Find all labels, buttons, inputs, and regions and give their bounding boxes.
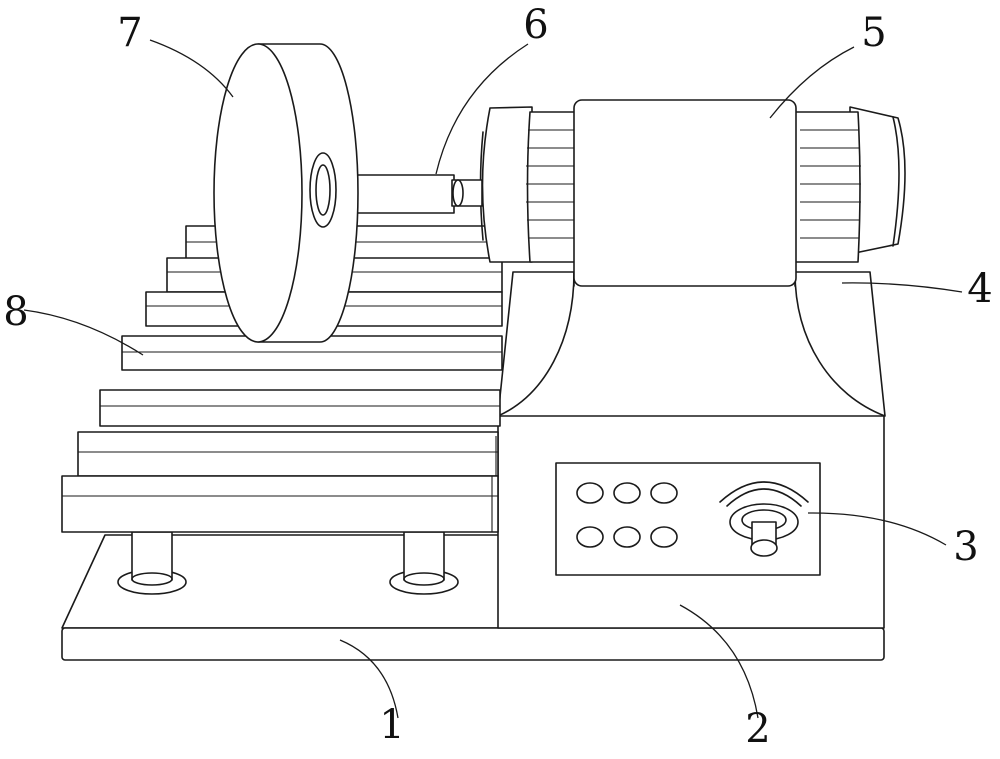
leader-lines bbox=[23, 39, 963, 719]
label-housing: 2 bbox=[745, 706, 770, 752]
control-buttons bbox=[576, 482, 678, 548]
label-control-knob: 3 bbox=[953, 524, 978, 570]
label-motor-support: 4 bbox=[967, 266, 992, 312]
control-panel bbox=[555, 462, 821, 576]
part-labels: 1 2 3 4 5 6 7 8 bbox=[3, 2, 992, 752]
control-knob bbox=[719, 481, 809, 557]
rack-legs bbox=[117, 531, 459, 595]
label-shaft: 6 bbox=[523, 2, 548, 48]
motor-support bbox=[497, 271, 886, 417]
label-motor: 5 bbox=[861, 10, 886, 56]
grinding-wheel bbox=[213, 43, 359, 343]
label-grinding-wheel: 7 bbox=[117, 10, 142, 56]
label-stepped-rack: 8 bbox=[3, 289, 28, 335]
motor bbox=[479, 99, 906, 287]
label-base: 1 bbox=[379, 702, 404, 748]
